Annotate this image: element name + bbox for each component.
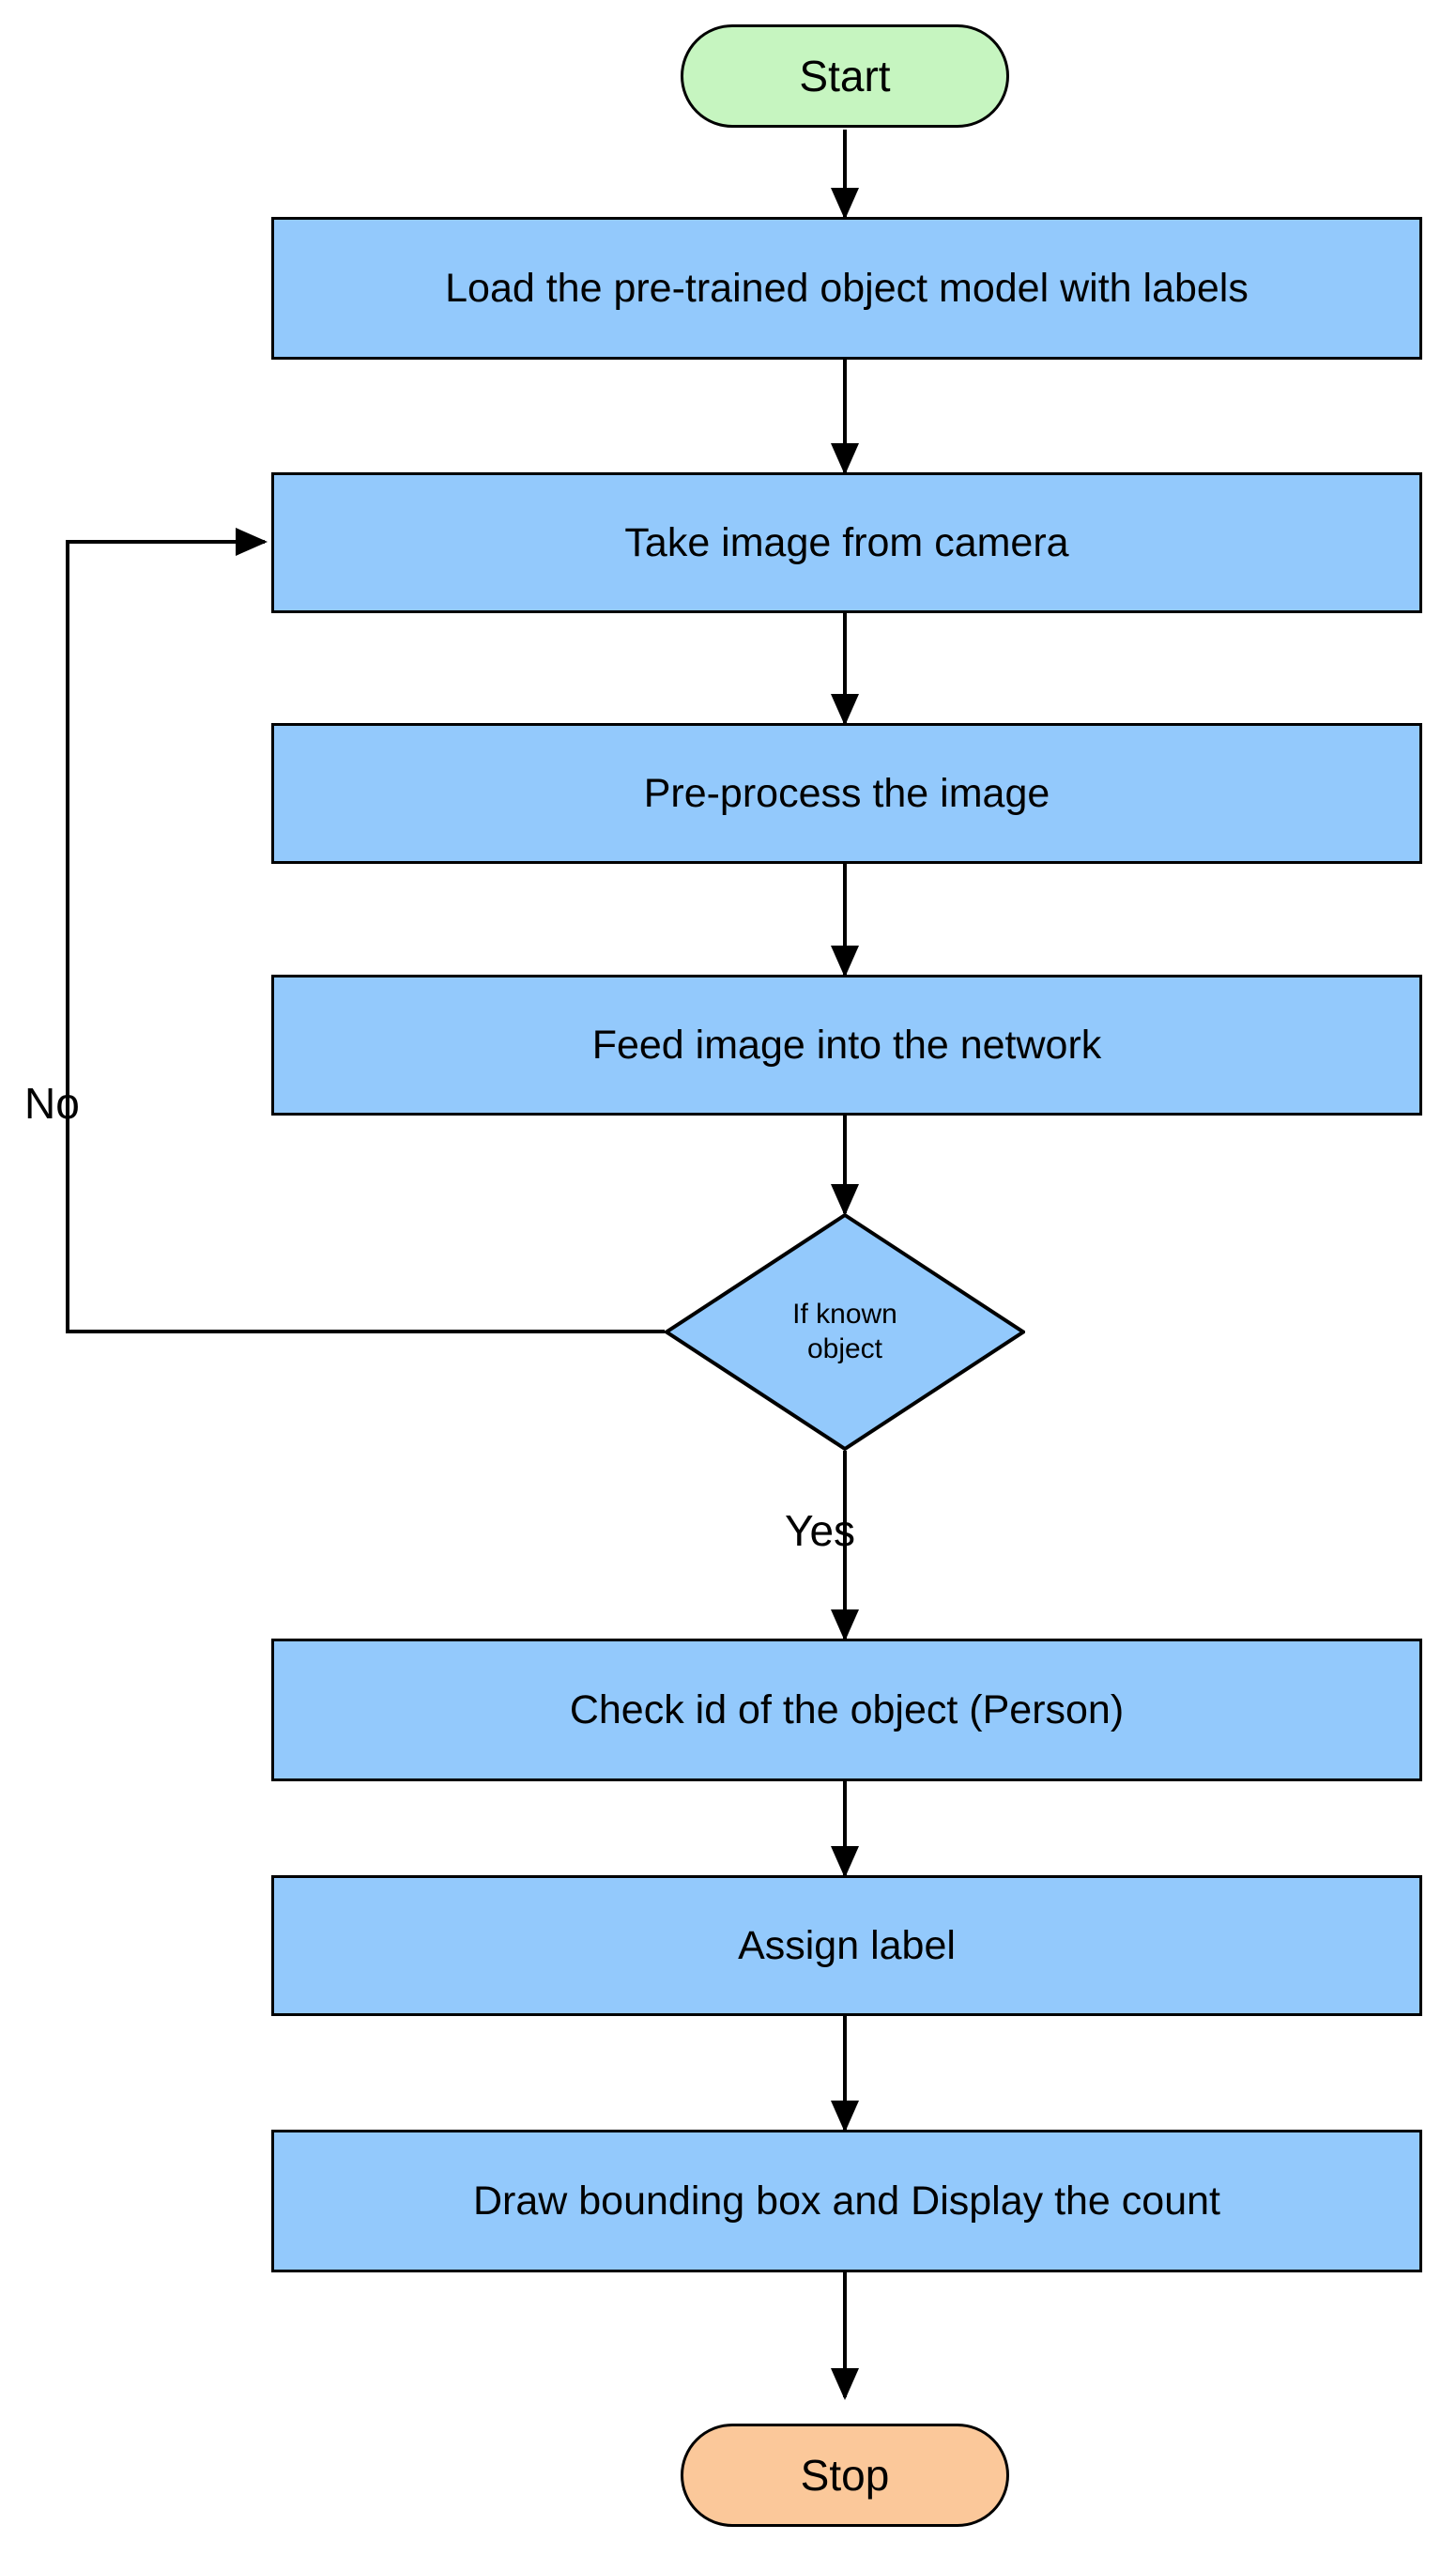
edge-label-no: No [24, 1079, 80, 1128]
node-draw-box-label: Draw bounding box and Display the count [472, 2178, 1220, 2224]
node-draw-box[interactable]: Draw bounding box and Display the count [271, 2130, 1422, 2272]
node-take-image-label: Take image from camera [624, 519, 1069, 565]
node-preprocess-label: Pre-process the image [643, 770, 1050, 816]
node-start[interactable]: Start [681, 24, 1009, 128]
edge-label-yes: Yes [785, 1506, 856, 1555]
node-assign-label-text: Assign label [738, 1922, 956, 1968]
node-stop[interactable]: Stop [681, 2424, 1009, 2527]
node-take-image[interactable]: Take image from camera [271, 472, 1422, 613]
decision-diamond-shape [665, 1213, 1025, 1451]
node-if-known-decision[interactable]: If known object [665, 1213, 1025, 1451]
node-stop-label: Stop [800, 2450, 890, 2500]
node-feed-network[interactable]: Feed image into the network [271, 975, 1422, 1116]
node-start-label: Start [799, 51, 891, 100]
node-load-model-label: Load the pre-trained object model with l… [445, 265, 1249, 311]
node-feed-network-label: Feed image into the network [591, 1022, 1102, 1068]
node-check-id-label: Check id of the object (Person) [569, 1686, 1125, 1732]
node-assign-label[interactable]: Assign label [271, 1875, 1422, 2016]
node-check-id[interactable]: Check id of the object (Person) [271, 1639, 1422, 1781]
edge-if-known-no-feedback-loop [66, 528, 665, 1333]
node-load-model[interactable]: Load the pre-trained object model with l… [271, 217, 1422, 360]
node-preprocess[interactable]: Pre-process the image [271, 723, 1422, 864]
